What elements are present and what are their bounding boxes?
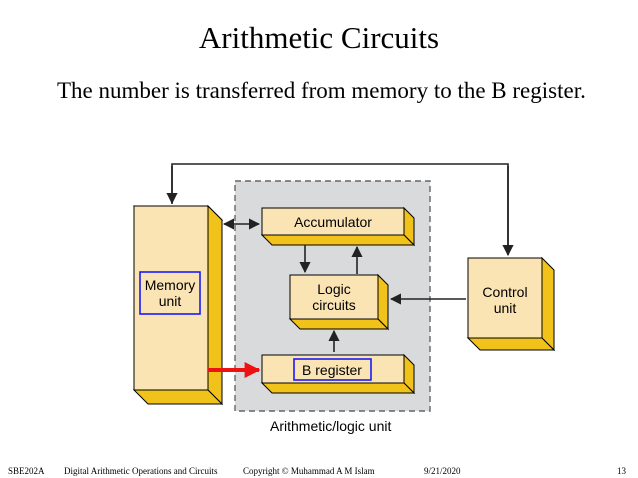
footer-course-code: SBE202A bbox=[8, 466, 45, 476]
accumulator-label: Accumulator bbox=[294, 214, 372, 230]
logic-circuits-label-2: circuits bbox=[312, 297, 356, 313]
slide-body-text: The number is transferred from memory to… bbox=[57, 78, 586, 103]
b-register-block bbox=[260, 353, 416, 395]
memory-unit-label-1: Memory bbox=[145, 277, 196, 293]
logic-circuits-label-1: Logic bbox=[317, 281, 350, 297]
memory-unit-label-2: unit bbox=[159, 293, 182, 309]
footer-topic: Digital Arithmetic Operations and Circui… bbox=[64, 466, 218, 476]
b-register-highlight bbox=[293, 358, 372, 381]
control-unit-label-1: Control bbox=[482, 284, 527, 300]
footer-date: 9/21/2020 bbox=[424, 466, 461, 476]
accumulator-block bbox=[260, 206, 416, 247]
b-register-label: B register bbox=[302, 362, 362, 378]
memory-unit-highlight bbox=[139, 271, 201, 315]
alu-caption: Arithmetic/logic unit bbox=[270, 418, 391, 434]
memory-unit-block bbox=[132, 204, 224, 406]
control-unit-label-2: unit bbox=[494, 300, 517, 316]
footer-copyright: Copyright © Muhammad A M Islam bbox=[243, 466, 375, 476]
footer-page-number: 13 bbox=[617, 466, 626, 476]
slide-title: Arithmetic Circuits bbox=[198, 20, 440, 55]
logic-circuits-block bbox=[288, 273, 390, 331]
control-unit-block bbox=[466, 256, 556, 352]
